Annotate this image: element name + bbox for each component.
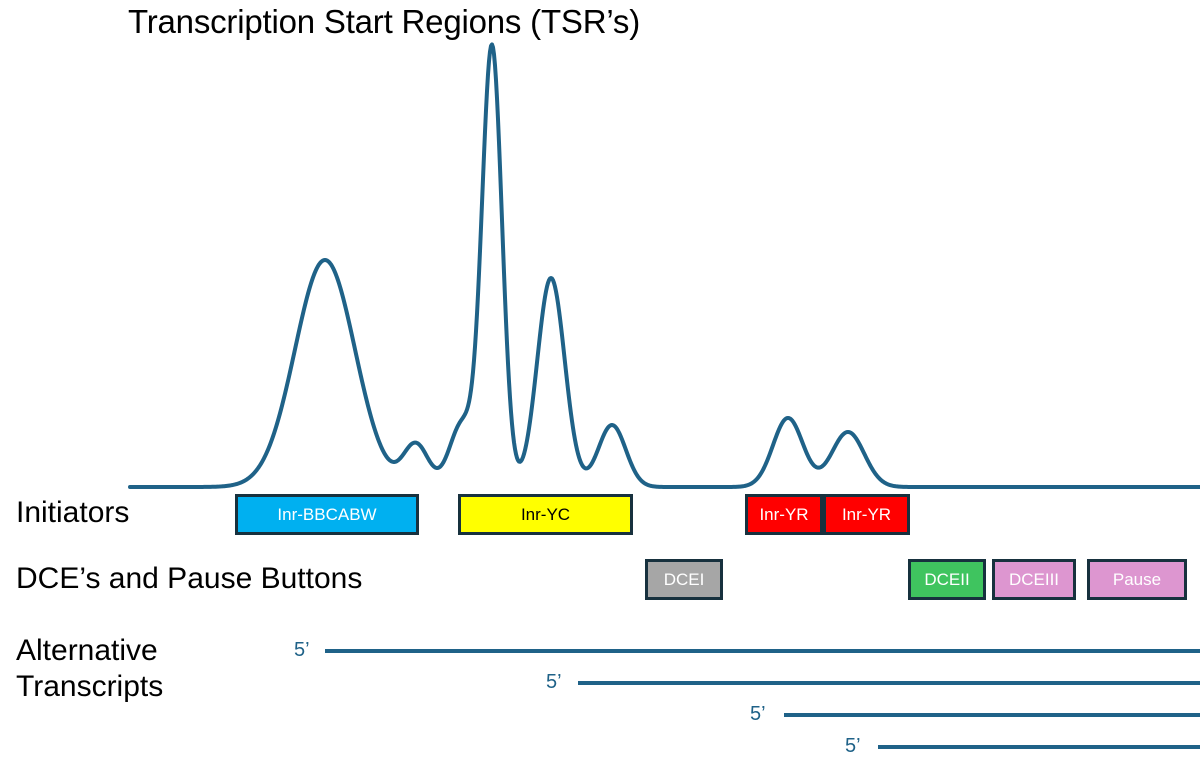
tsr-signal-trace: [128, 42, 1200, 489]
feature-box-inr-yr-1: Inr-YR: [745, 494, 823, 535]
feature-box-dce-iii: DCEIII: [992, 559, 1076, 600]
transcript-2: 5’: [0, 670, 1200, 694]
row-label-transcripts-line1: Alternative: [16, 634, 158, 667]
feature-box-inr-bbcabw: Inr-BBCABW: [235, 494, 419, 535]
transcript-2-line: [578, 681, 1200, 685]
row-label-dce: DCE’s and Pause Buttons: [16, 562, 363, 595]
feature-box-label: Inr-BBCABW: [277, 505, 377, 524]
feature-box-label: Inr-YR: [759, 505, 809, 524]
row-label-transcripts: Alternative Transcripts: [16, 633, 163, 705]
feature-box-label: DCEI: [663, 570, 705, 589]
feature-box-label: DCEIII: [1008, 570, 1060, 589]
tsr-trace-path: [128, 42, 1200, 489]
transcript-1: 5’: [0, 638, 1200, 662]
transcript-3-five-prime-label: 5’: [750, 703, 766, 725]
transcript-4: 5’: [0, 734, 1200, 758]
feature-box-inr-yr-2: Inr-YR: [823, 494, 910, 535]
feature-box-label: DCEII: [924, 570, 970, 589]
feature-box-label: Inr-YC: [520, 505, 571, 524]
feature-box-inr-yc: Inr-YC: [458, 494, 633, 535]
feature-box-label: Inr-YR: [841, 505, 892, 524]
transcript-2-five-prime-label: 5’: [546, 671, 562, 693]
transcript-1-five-prime-label: 5’: [294, 639, 310, 661]
transcript-3: 5’: [0, 702, 1200, 726]
transcript-4-line: [878, 745, 1200, 749]
row-label-initiators: Initiators: [16, 496, 130, 529]
feature-box-pause: Pause: [1087, 559, 1187, 600]
transcript-4-five-prime-label: 5’: [845, 735, 861, 757]
feature-box-dce-ii: DCEII: [908, 559, 986, 600]
transcript-1-line: [325, 649, 1200, 653]
transcript-3-line: [784, 713, 1200, 717]
feature-box-dce-i: DCEI: [645, 559, 723, 600]
row-label-transcripts-line2: Transcripts: [16, 670, 164, 703]
page-title: Transcription Start Regions (TSR’s): [128, 3, 640, 40]
feature-box-label: Pause: [1112, 570, 1162, 589]
